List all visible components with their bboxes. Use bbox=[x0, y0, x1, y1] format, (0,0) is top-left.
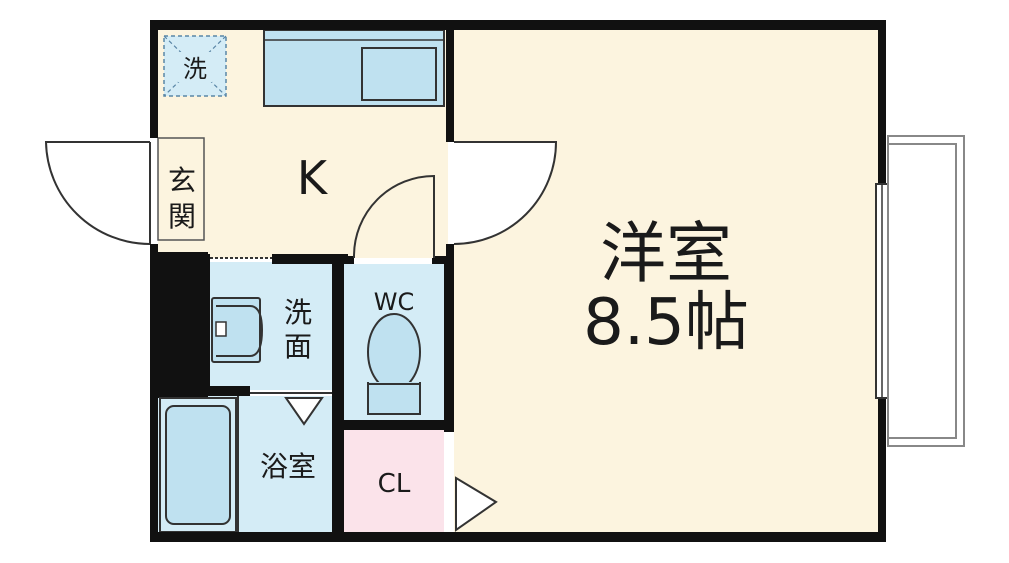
balcony bbox=[887, 135, 965, 447]
entrance-step bbox=[157, 137, 205, 241]
western-room-floor bbox=[454, 30, 878, 534]
toilet-door bbox=[353, 174, 435, 258]
storage-block bbox=[150, 252, 208, 398]
kitchen-label: K bbox=[297, 151, 329, 205]
entrance-label-line1: 玄 bbox=[168, 164, 196, 197]
walls bbox=[150, 20, 886, 542]
western-room-door bbox=[453, 141, 558, 245]
bathroom-door-mark bbox=[284, 397, 324, 426]
entrance-door bbox=[44, 141, 151, 245]
washer-label: 洗 bbox=[183, 55, 207, 83]
wash-basin bbox=[211, 297, 264, 363]
kitchen-counter bbox=[263, 29, 445, 107]
bathroom-label: 浴室 bbox=[260, 450, 316, 483]
closet-floor bbox=[344, 430, 444, 534]
washroom-label-line1: 洗 bbox=[284, 296, 312, 329]
toilet-fixture bbox=[367, 313, 421, 415]
bathtub bbox=[159, 397, 237, 533]
closet-label: CL bbox=[378, 469, 411, 499]
western-room-label: 洋室 bbox=[600, 215, 732, 292]
washroom-label-line2: 面 bbox=[284, 330, 312, 363]
closet-door-mark bbox=[455, 476, 498, 532]
window bbox=[875, 183, 889, 399]
entrance-label-line2: 関 bbox=[168, 200, 196, 233]
western-room-size: 8.5帖 bbox=[583, 286, 749, 360]
washer-space bbox=[163, 35, 227, 97]
toilet-label: WC bbox=[374, 288, 415, 316]
